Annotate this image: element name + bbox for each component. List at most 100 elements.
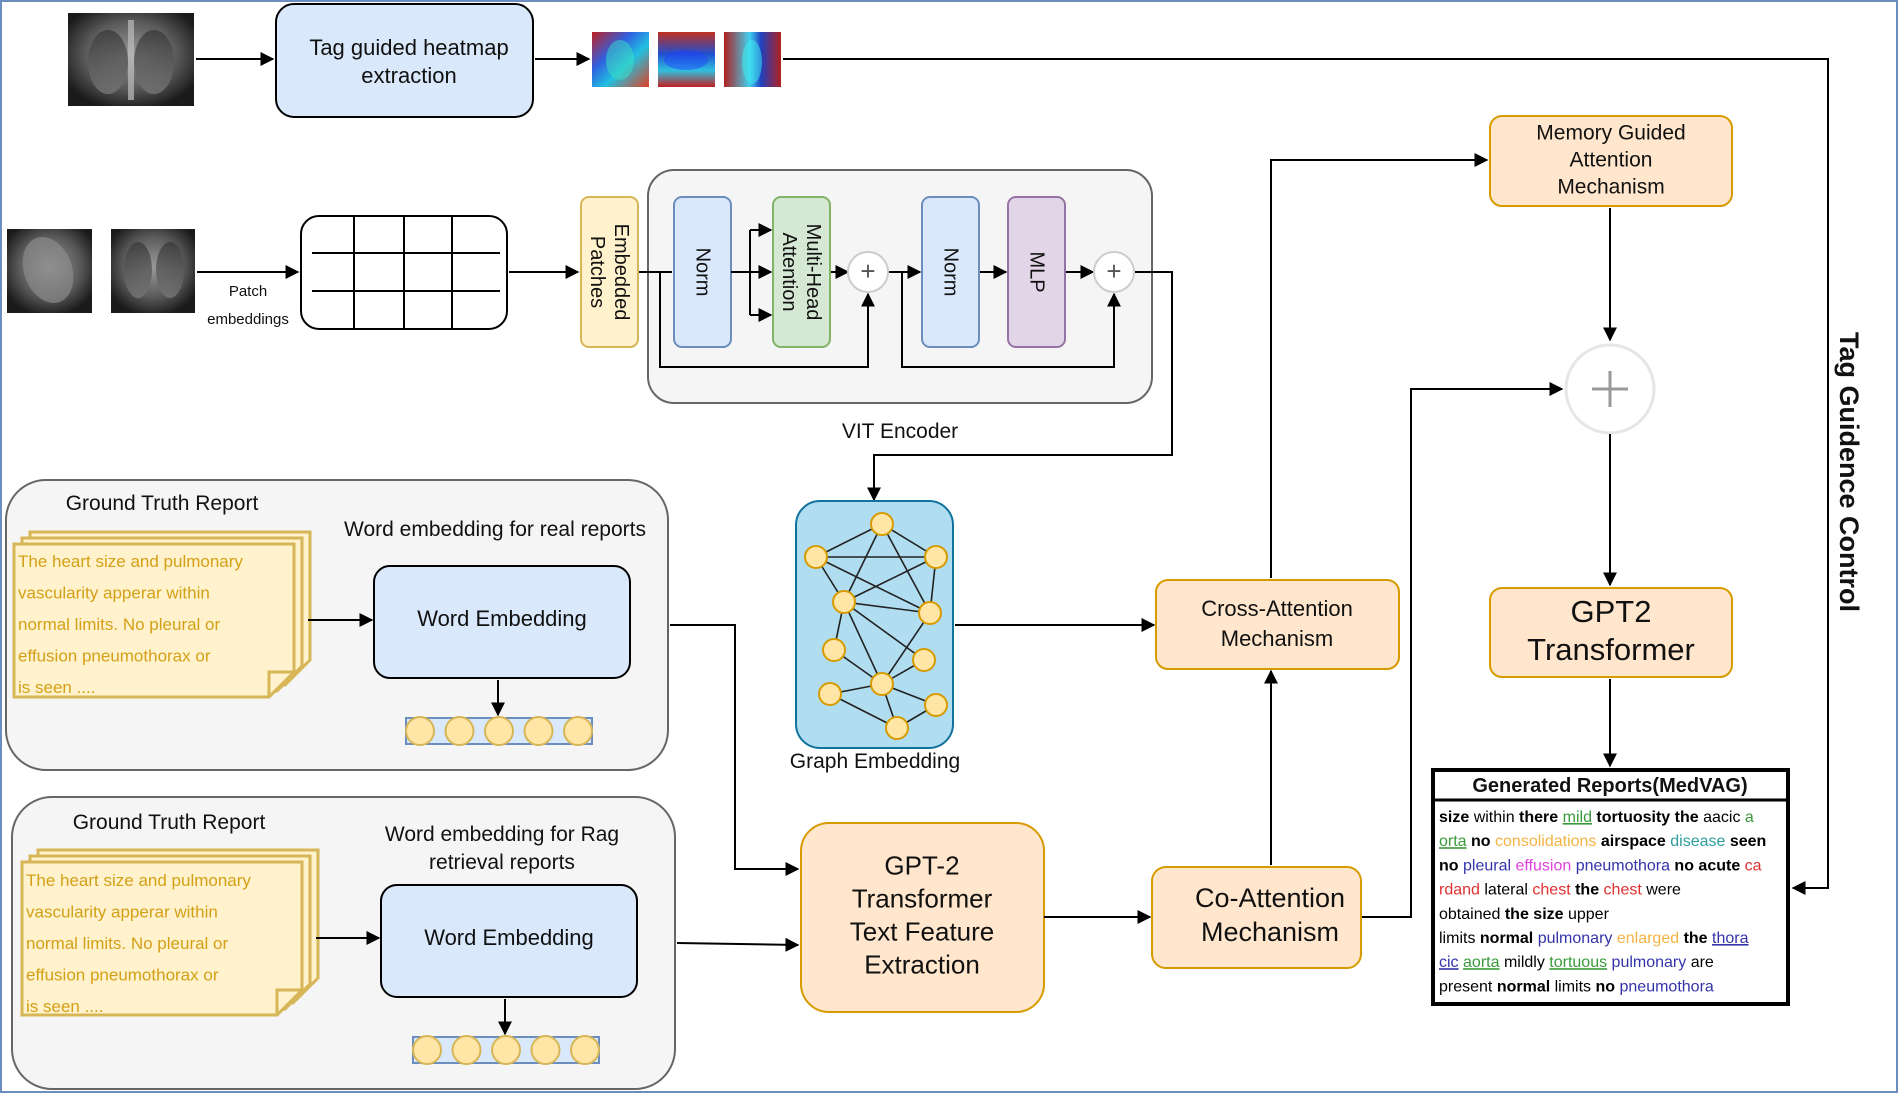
graph-node [870, 672, 894, 696]
generated-line-6: limits normal pulmonary enlarged the tho… [1439, 930, 1749, 947]
patch-grid [300, 215, 508, 330]
gpt2-text-line-4: Extraction [864, 949, 980, 979]
generated-word: no [1471, 833, 1495, 850]
graph-edge [843, 601, 925, 661]
generated-word: the [1675, 809, 1703, 826]
graph-edge [843, 601, 931, 614]
generated-word: no [1439, 857, 1463, 874]
vector-node [530, 1035, 561, 1065]
tag-guidance-label: Tag Guidence Control [1834, 332, 1864, 612]
generated-word: thora [1712, 930, 1749, 947]
generated-line-4: rdand lateral chest the chest were [1439, 882, 1681, 899]
xray-frontal-image [111, 229, 195, 313]
real-panel-subtitle: Word embedding for real reports [344, 518, 646, 541]
graph-node [924, 545, 948, 569]
rag-panel-subtitle-line2: retrieval reports [429, 851, 575, 874]
graph-edge [881, 612, 931, 685]
graph-node [818, 682, 842, 706]
generated-word: a [1745, 809, 1754, 826]
arrow-real-panel-to-gpt2 [670, 624, 800, 876]
graph-edge [843, 523, 883, 603]
generated-word: effusion [1515, 857, 1575, 874]
generated-word: obtained [1439, 906, 1505, 923]
rag-doc-text-line-3: normal limits. No pleural or [26, 934, 229, 953]
residual-add-1: + [847, 251, 889, 293]
co-attention-box [1151, 866, 1362, 969]
generated-word: acute [1698, 857, 1744, 874]
vector-node [563, 716, 593, 746]
real-word-embedding-box [373, 565, 631, 679]
norm2-label: Norm [940, 248, 962, 297]
generated-word: rdand [1439, 882, 1484, 899]
generated-word: normal [1480, 930, 1538, 947]
generated-word: ca [1745, 857, 1762, 874]
generated-word: the [1505, 906, 1533, 923]
generated-word: orta [1439, 833, 1467, 850]
cross-attention-line-1: Cross-Attention [1201, 596, 1353, 621]
tag-guidance-arrow [783, 58, 1829, 895]
rag-doc-text-line-5: is seen .... [26, 997, 103, 1016]
real-doc-text-line-1: The heart size and pulmonary [18, 552, 243, 571]
patch-label-line2: embeddings [207, 311, 289, 328]
generated-word: aacic [1703, 809, 1745, 826]
graph-edge [843, 556, 937, 603]
generated-word: present [1439, 978, 1497, 995]
embedded-patches-box [580, 196, 639, 348]
generated-line-1: size within there mild tortuosity the aa… [1439, 809, 1754, 826]
xray-heatmap-input [68, 13, 194, 106]
multi-head-attention-box [772, 196, 831, 348]
graph-node [832, 590, 856, 614]
generated-line-3: no pleural effusion pneumothora no acute… [1439, 857, 1762, 874]
rag-panel-subtitle-line1: Word embedding for Rag [385, 823, 619, 846]
heatmap-extraction-box [275, 3, 534, 118]
patch-label-line1: Patch [229, 283, 267, 300]
vit-encoder-label: VIT Encoder [842, 420, 958, 443]
graph-node [924, 693, 948, 717]
vit-internal-connections [639, 223, 1173, 502]
norm1-label: Norm [692, 248, 714, 297]
fusion-add-node [1564, 343, 1656, 435]
heatmap-label-line1: Tag guided heatmap [309, 35, 508, 60]
memory-line-2: Attention [1570, 149, 1653, 172]
embedded-patches-label: EmbeddedPatches [586, 224, 632, 321]
generated-report-title: Generated Reports(MedVAG) [1472, 775, 1747, 797]
generated-word: enlarged [1617, 930, 1684, 947]
generated-word: cic [1439, 954, 1459, 971]
graph-node [822, 638, 846, 662]
graph-node [870, 512, 894, 536]
gpt2-transformer-line-2: Transformer [1527, 632, 1695, 667]
generated-word: lateral [1484, 882, 1532, 899]
graph-node [918, 601, 942, 625]
generated-word: the [1575, 882, 1603, 899]
arrow-rag-panel-to-gpt2 [676, 937, 800, 952]
real-doc-text-line-4: effusion pneumothorax or [18, 647, 211, 666]
graph-edge [843, 601, 883, 685]
generated-word: chest [1532, 882, 1575, 899]
rag-embedding-vector [412, 1035, 600, 1065]
generated-word: are [1691, 954, 1714, 971]
rag-doc-text-line-4: effusion pneumothorax or [26, 966, 219, 985]
generated-word: no [1596, 978, 1620, 995]
rag-doc-text-line-1: The heart size and pulmonary [26, 871, 251, 890]
vector-node [523, 716, 554, 746]
real-panel-title: Ground Truth Report [66, 492, 259, 515]
generated-word: pneumothora [1576, 857, 1675, 874]
graph-node [804, 545, 828, 569]
residual-add-2: + [1093, 251, 1135, 293]
gpt2-text-line-2: Transformer [852, 883, 993, 913]
graph-edge [829, 693, 898, 729]
graph-embedding-label: Graph Embedding [790, 750, 960, 773]
mlp-label: MLP [1026, 251, 1048, 292]
generated-word: disease [1670, 833, 1730, 850]
generated-word: airspace [1601, 833, 1670, 850]
generated-word: pneumothora [1620, 978, 1714, 995]
vector-node [570, 1035, 600, 1065]
